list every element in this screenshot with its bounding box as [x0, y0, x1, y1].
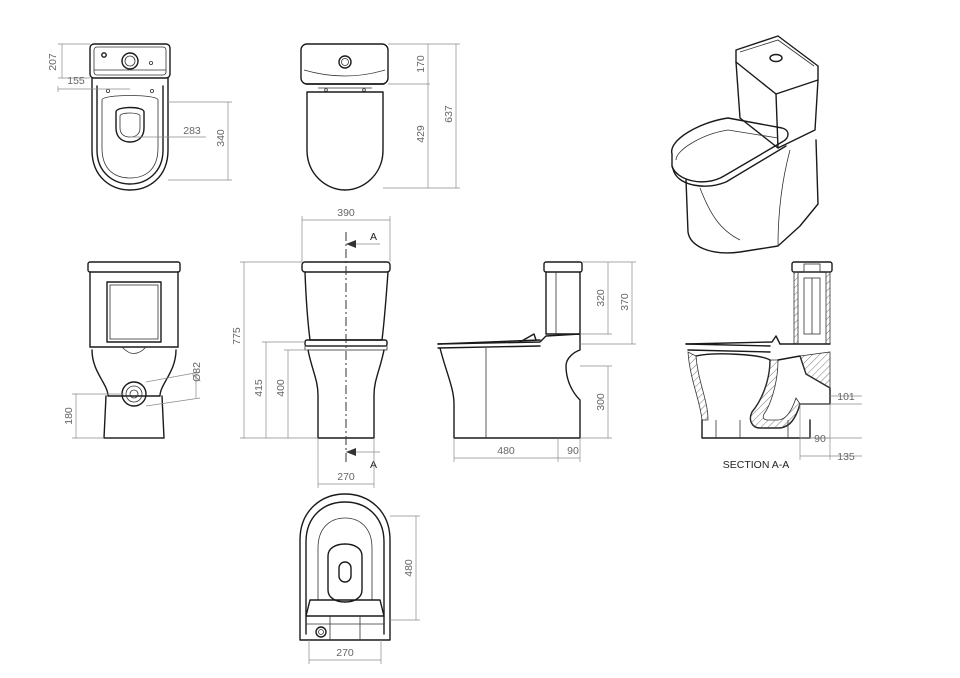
section-title: SECTION A-A	[723, 459, 790, 471]
section-marker-bottom: A	[370, 459, 377, 471]
dim-135: 135	[837, 451, 855, 463]
dim-82: Ø82	[191, 362, 203, 382]
plan-view: 170 429 637	[300, 43, 460, 191]
dim-429: 429	[415, 125, 427, 143]
dim-270-bottom: 270	[336, 647, 354, 659]
section-marker-top: A	[370, 231, 377, 243]
dim-155: 155	[67, 75, 85, 87]
dim-480-side: 480	[497, 445, 515, 457]
section-view: 101 90 135 SECTION A-A	[685, 261, 862, 471]
dim-340: 340	[215, 129, 227, 147]
dim-320: 320	[595, 289, 607, 307]
dim-415: 415	[253, 379, 265, 397]
dim-101: 101	[837, 391, 855, 403]
dim-180: 180	[63, 407, 75, 425]
dim-390: 390	[337, 207, 355, 219]
dim-370: 370	[619, 293, 631, 311]
dim-400: 400	[275, 379, 287, 397]
dim-270-front: 270	[337, 471, 355, 483]
dim-170: 170	[415, 55, 427, 73]
dim-300: 300	[595, 393, 607, 411]
rear-view: Ø82 180	[63, 261, 203, 439]
dim-480-bottom: 480	[403, 559, 415, 577]
dim-90-section: 90	[814, 433, 826, 445]
dim-283: 283	[183, 125, 201, 137]
dim-637: 637	[443, 105, 455, 123]
dim-207: 207	[47, 53, 59, 71]
dim-90-side: 90	[567, 445, 579, 457]
isometric-view	[671, 35, 819, 254]
bottom-view: 480 270	[299, 493, 420, 664]
dim-775: 775	[231, 327, 243, 345]
front-view: A A 390 775 415 400 270	[231, 207, 391, 488]
side-view: 320 370 300 480 90	[437, 261, 636, 462]
top-view: 207 155 340 283	[47, 43, 232, 191]
